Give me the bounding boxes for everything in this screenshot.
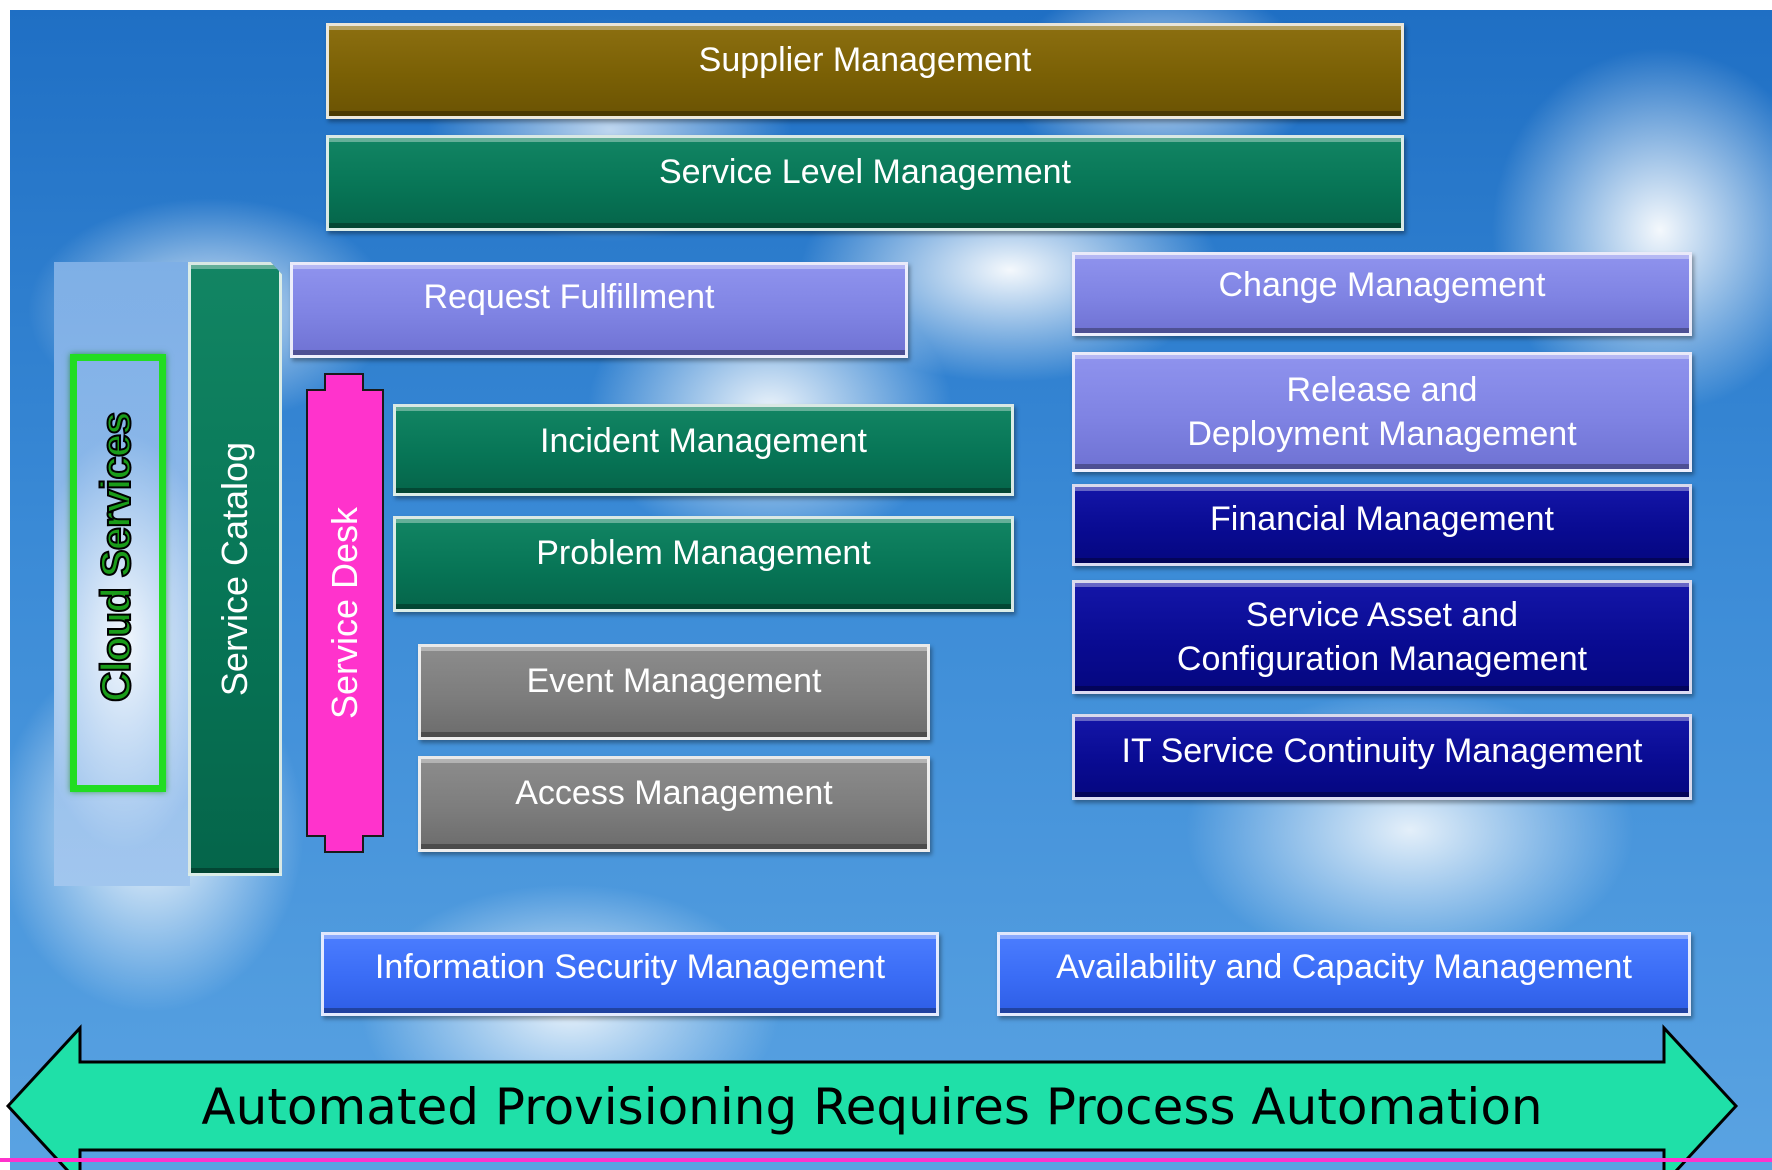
supplier-management-box: Supplier Management [326, 23, 1404, 119]
incident-management-label: Incident Management [540, 422, 867, 460]
request-fulfillment-label: Request Fulfillment [423, 278, 715, 316]
incident-management-box: Incident Management [393, 404, 1014, 496]
event-management-box: Event Management [418, 644, 930, 740]
problem-management-box: Problem Management [393, 516, 1014, 612]
service-asset-configuration-management-label: Service Asset and Configuration Manageme… [1176, 596, 1588, 678]
financial-management-label: Financial Management [1210, 500, 1554, 538]
event-management-label: Event Management [526, 662, 822, 700]
service-catalog-bar [188, 262, 282, 876]
availability-capacity-management-box: Availability and Capacity Management [997, 932, 1691, 1016]
service-catalog-label: Service Catalog [214, 441, 255, 697]
request-fulfillment-box: Request Fulfillment [290, 262, 908, 358]
access-management-box: Access Management [418, 756, 930, 852]
bottom-divider-line [0, 1158, 1772, 1162]
service-asset-configuration-management-box: Service Asset and Configuration Manageme… [1072, 580, 1692, 694]
it-service-continuity-management-box: IT Service Continuity Management [1072, 714, 1692, 800]
supplier-management-label: Supplier Management [698, 41, 1032, 79]
change-management-box: Change Management [1072, 252, 1692, 336]
problem-management-label: Problem Management [536, 534, 871, 572]
service-level-management-label: Service Level Management [658, 153, 1071, 191]
arrow-label: Automated Provisioning Requires Process … [201, 1078, 1543, 1136]
financial-management-box: Financial Management [1072, 484, 1692, 566]
service-desk-bar [306, 373, 384, 853]
access-management-label: Access Management [515, 774, 833, 812]
information-security-management-box: Information Security Management [321, 932, 939, 1016]
cloud-services-label: Cloud Services [91, 412, 140, 703]
service-desk-label: Service Desk [324, 506, 365, 720]
availability-capacity-management-label: Availability and Capacity Management [1056, 948, 1632, 986]
service-level-management-box: Service Level Management [326, 135, 1404, 231]
it-service-continuity-management-label: IT Service Continuity Management [1121, 732, 1643, 770]
information-security-management-label: Information Security Management [374, 948, 886, 986]
change-management-label: Change Management [1218, 266, 1546, 304]
release-deployment-management-box: Release and Deployment Management [1072, 352, 1692, 472]
release-deployment-management-label: Release and Deployment Management [1187, 371, 1577, 453]
cloud-services-frame [70, 354, 166, 792]
